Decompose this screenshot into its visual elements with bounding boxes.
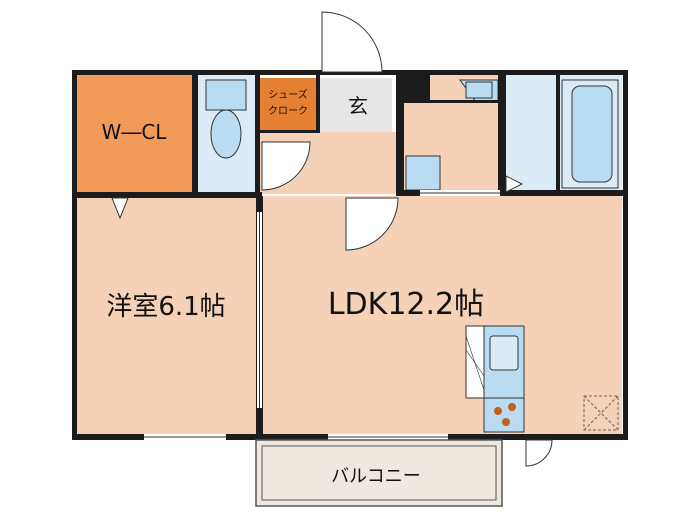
closet-door-marker bbox=[111, 197, 129, 220]
washing-machine-icon bbox=[459, 79, 499, 103]
toilet-icon bbox=[205, 79, 247, 159]
stove-burner-icon bbox=[494, 403, 516, 426]
toilet-door bbox=[261, 141, 311, 191]
balcony-door bbox=[525, 439, 553, 467]
walk-in-closet-label: W―CL bbox=[102, 120, 168, 144]
washbasin-icon bbox=[405, 155, 441, 191]
balcony-label: バルコニー bbox=[331, 466, 421, 487]
shoes-closet-label-1: シューズ bbox=[268, 88, 308, 101]
bathroom-door-marker bbox=[505, 175, 524, 193]
western-room-label: 洋室6.1帖 bbox=[106, 292, 225, 322]
balcony-railing bbox=[255, 439, 503, 507]
washroom-sliding-door bbox=[420, 190, 500, 196]
shoes-closet-floor bbox=[260, 78, 318, 132]
storage-mark-icon bbox=[583, 395, 619, 431]
window-western-room bbox=[144, 434, 226, 440]
balcony-floor bbox=[256, 440, 502, 506]
window-ldk bbox=[328, 434, 448, 440]
ldk-door bbox=[345, 197, 399, 251]
entrance-door bbox=[321, 11, 383, 73]
bathtub-icon bbox=[561, 79, 619, 189]
entrance-label: 玄 bbox=[348, 94, 368, 118]
western-room-floor bbox=[76, 196, 256, 436]
shoes-closet-label-2: クローク bbox=[268, 105, 308, 117]
sliding-door-partition bbox=[257, 212, 262, 408]
walk-in-closet-floor bbox=[76, 74, 194, 192]
ldk-label: LDK12.2帖 bbox=[328, 287, 484, 322]
entrance-floor bbox=[320, 78, 392, 132]
kitchen-counter bbox=[465, 325, 525, 433]
ldk-floor bbox=[262, 196, 622, 436]
